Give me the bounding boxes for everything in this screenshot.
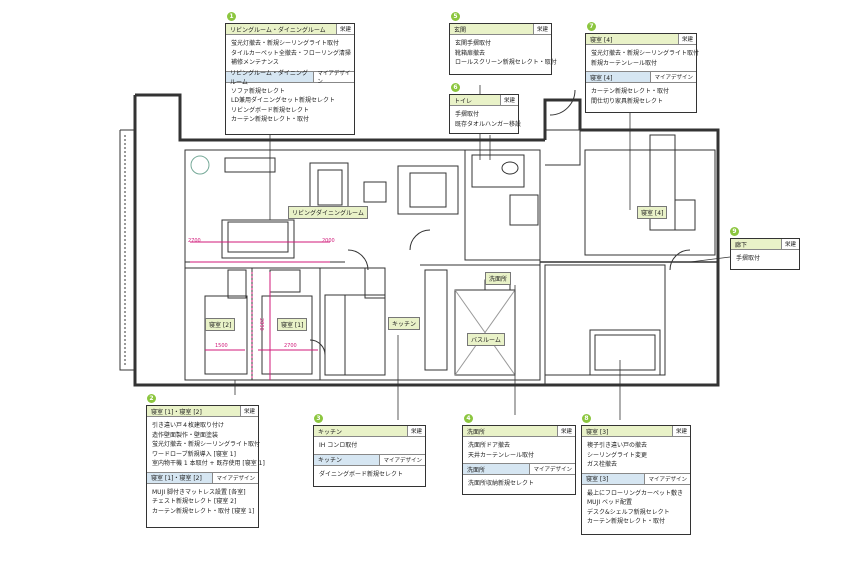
callout-subtag: マイアデザイン [644, 473, 690, 484]
callout-kitchen: キッチン栄建 IH コンロ取付 キッチンマイアデザイン ダイニングボード新規セレ… [313, 425, 426, 487]
dimension-label: 1500 [215, 343, 228, 349]
room-label-living: リビングダイニングルーム [288, 206, 368, 219]
list-item: 手摺取付 [736, 255, 761, 262]
list-item: 襖子引き違い戸の撤去 [587, 442, 648, 449]
list-item: IH コンロ取付 [319, 442, 358, 449]
callout-subtitle: 寝室 [1]・寝室 [2] [151, 475, 202, 482]
callout-tag: 栄建 [239, 406, 258, 416]
room-label-bedroom4: 寝室 [4] [637, 206, 668, 219]
callout-subtitle: リビングルーム・ダイニングルーム [230, 69, 308, 86]
list-item: カーテン新規セレクト・取付 [587, 518, 666, 525]
list-item: LD兼用ダイニングセット新規セレクト [231, 97, 335, 104]
room-label-bathroom: バスルーム [467, 333, 505, 346]
list-item: 蛍光灯撤去・新規シーリングライト取付 [231, 40, 340, 47]
list-item: 靴箱扉撤去 [455, 49, 486, 57]
list-item: カーテン新規セレクト・取付 [231, 116, 310, 123]
callout-washroom: 洗面所栄建 洗面所ドア撤去 天井カーテンレール取付 洗面所マイアデザイン 洗面所… [462, 425, 576, 495]
list-item: カーテン新規セレクト・取付 [寝室 1] [152, 507, 255, 515]
list-item: リビングボード新規セレクト [231, 106, 310, 114]
callout-tag: 栄建 [406, 426, 425, 436]
callout-title: トイレ [454, 97, 473, 105]
callout-bedroom3: 寝室 [3] 栄建 襖子引き違い戸の撤去 シーリングライト変更 ガス栓撤去 寝室 … [581, 425, 691, 535]
dimension-label: 2700 [284, 343, 297, 349]
list-item: 玄関手摺取付 [455, 40, 492, 47]
callout-tag: 栄建 [335, 24, 354, 34]
list-item: 手摺取付 [455, 111, 480, 118]
list-item: ロールスクリーン新規セレクト・取付 [455, 59, 557, 66]
dimension-label: 2700 [188, 238, 201, 244]
callout-subtitle: 寝室 [3] [586, 476, 609, 483]
callout-number: 2 [147, 394, 156, 403]
callout-corridor: 廊下 栄建 手摺取付 [730, 238, 800, 270]
callout-number: 7 [587, 22, 596, 31]
callout-subtag: マイアデザイン [212, 472, 258, 483]
callout-title: リビングルーム・ダイニングルーム [230, 26, 326, 34]
room-label-bedroom2: 寝室 [2] [205, 318, 236, 331]
callout-subtag: マイアデザイン [313, 71, 354, 85]
list-item: 造作壁面製作・壁面塗装 [152, 431, 219, 439]
callout-living: リビングルーム・ダイニングルーム 栄建 蛍光灯撤去・新規シーリングライト取付 タイ… [225, 23, 355, 135]
callout-title: 洗面所 [467, 428, 486, 436]
list-item: 既存タオルハンガー移設 [455, 120, 522, 128]
room-label-washroom: 洗面所 [485, 272, 512, 285]
callout-number: 5 [451, 12, 460, 21]
callout-number: 1 [227, 12, 236, 21]
callout-title: キッチン [318, 428, 343, 436]
list-item: シーリングライト変更 [587, 451, 648, 459]
dimension-label: 2890 [258, 318, 264, 331]
list-item: カーテン新規セレクト・取付 [591, 88, 670, 95]
callout-bedroom4: 寝室 [4]栄建 蛍光灯撤去・新規シーリングライト取付 新規カーテンレール取付 … [585, 33, 700, 113]
callout-subtag: マイアデザイン [650, 72, 696, 82]
room-label-bedroom1: 寝室 [1] [277, 318, 308, 331]
list-item: MUJI 脚付きマットレス設置 [各室] [152, 488, 246, 496]
dimension-label: 2000 [322, 238, 335, 244]
list-item: 引き違い戸４枚建取り付け [152, 422, 225, 429]
callout-entrance: 玄関 栄建 玄関手摺取付 靴箱扉撤去 ロールスクリーン新規セレクト・取付 [449, 23, 557, 75]
callout-tag: 栄建 [499, 95, 518, 105]
callout-bedrooms-1-2: 寝室 [1]・寝室 [2] 栄建 引き違い戸４枚建取り付け 造作壁面製作・壁面塗装… [146, 405, 265, 528]
list-item: デスク&シェルフ新規セレクト [587, 508, 670, 516]
callout-title: 寝室 [1]・寝室 [2] [151, 408, 202, 416]
list-item: 蛍光灯撤去・新規シーリングライト取付 [152, 441, 261, 448]
callout-number: 4 [464, 414, 473, 423]
list-item: 間仕切り家具新規セレクト [591, 97, 664, 105]
list-item: MUJI ベッド配置 [587, 499, 633, 506]
callout-tag: 栄建 [532, 24, 551, 34]
callout-tag: 栄建 [556, 426, 575, 436]
list-item: 補修メンテナンス [231, 59, 279, 66]
callout-subtag: マイアデザイン [379, 454, 425, 465]
callout-subtitle: キッチン [318, 457, 343, 464]
callout-tag: 栄建 [780, 239, 799, 249]
list-item: タイルカーペット全撤去・フローリング清掃 [231, 49, 351, 57]
callout-number: 6 [451, 83, 460, 92]
list-item: 最上にフローリングカーペット敷き [587, 489, 684, 497]
list-item: 洗面所収納新規セレクト [468, 480, 535, 487]
callout-title: 寝室 [4] [590, 36, 613, 44]
callout-title: 寝室 [3] [586, 428, 609, 436]
callout-number: 9 [730, 227, 739, 236]
room-label-kitchen: キッチン [388, 317, 421, 330]
callout-subtag: マイアデザイン [529, 464, 575, 474]
list-item: 新規カーテンレール取付 [591, 59, 658, 67]
callout-title: 玄関 [454, 26, 467, 34]
callout-number: 3 [314, 414, 323, 423]
list-item: チェスト新規セレクト [寝室 2] [152, 498, 237, 505]
list-item: 天井カーテンレール取付 [468, 451, 535, 459]
list-item: 蛍光灯撤去・新規シーリングライト取付 [591, 50, 700, 57]
callout-subtitle: 洗面所 [467, 466, 486, 474]
list-item: ダイニングボード新規セレクト [319, 470, 404, 478]
callout-tag: 栄建 [671, 426, 690, 436]
callout-title: 廊下 [735, 241, 748, 249]
list-item: ソファ新規セレクト [231, 87, 286, 95]
callout-tag: 栄建 [677, 34, 696, 44]
callout-subtitle: 寝室 [4] [590, 74, 613, 82]
list-item: ガス栓撤去 [587, 461, 618, 468]
callout-number: 8 [582, 414, 591, 423]
callout-toilet: トイレ 栄建 手摺取付 既存タオルハンガー移設 [449, 94, 522, 134]
list-item: ワードローブ新規導入 [寝室 1] [152, 450, 236, 458]
list-item: 洗面所ドア撤去 [468, 442, 511, 449]
list-item: 室内物干機 1 本取付 + 既存使用 [寝室 1] [152, 460, 265, 467]
